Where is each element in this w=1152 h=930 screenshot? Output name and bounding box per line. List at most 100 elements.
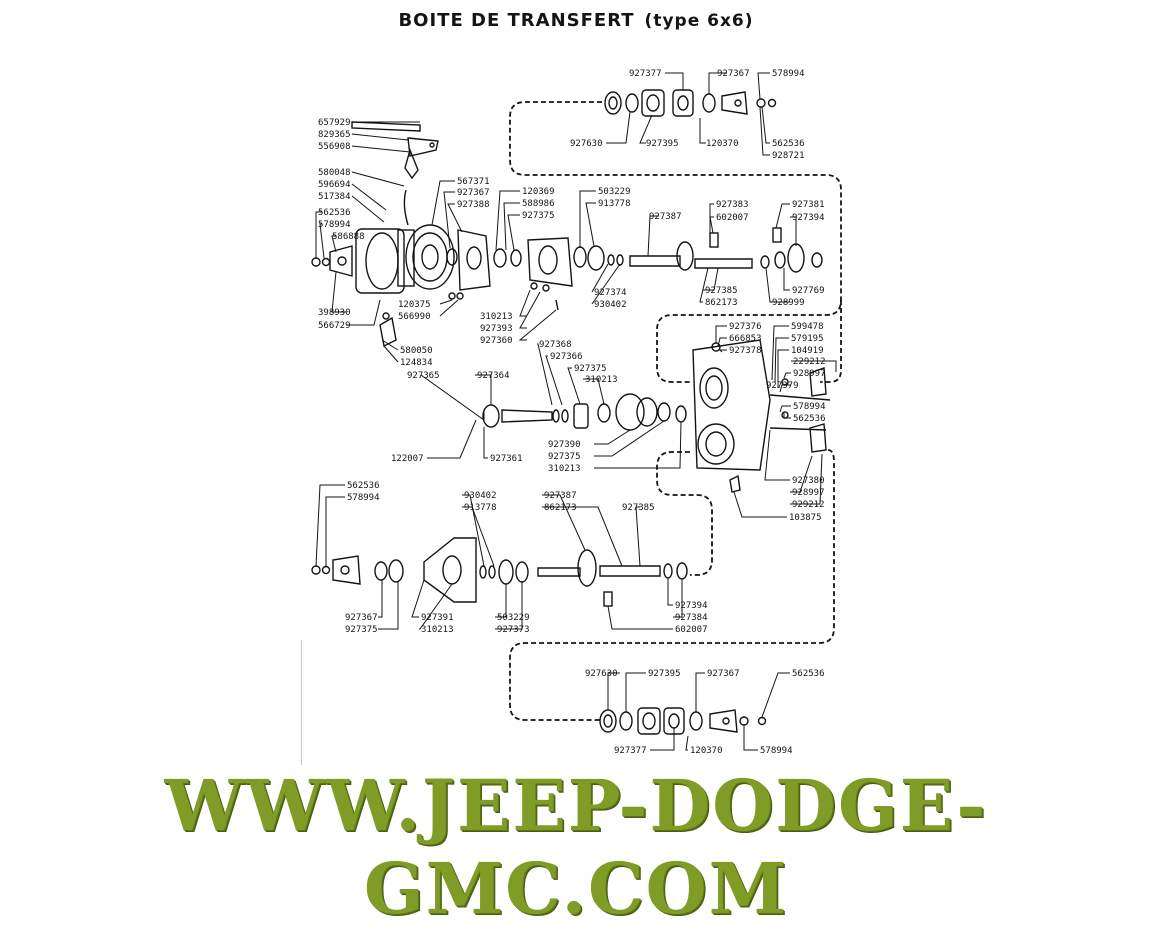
part-label: 829365 xyxy=(318,130,351,140)
part-label: 578994 xyxy=(760,746,793,756)
part-label: 310213 xyxy=(480,312,513,322)
part-label: 927380 xyxy=(792,476,825,486)
part-label: 928997 xyxy=(792,488,825,498)
part-label: 927395 xyxy=(648,669,681,679)
diagram-title: BOITE DE TRANSFERT (type 6x6) xyxy=(0,10,1152,31)
part-label: 599478 xyxy=(791,322,824,332)
part-label: 927368 xyxy=(539,340,572,350)
part-label: 562536 xyxy=(792,669,825,679)
part-label: 517384 xyxy=(318,192,351,202)
part-label: 503229 xyxy=(497,613,530,623)
part-label: 927377 xyxy=(629,69,662,79)
middle-row-parts xyxy=(482,393,687,431)
part-label: 566729 xyxy=(318,321,351,331)
upper-middle-parts xyxy=(510,227,823,311)
part-label: 927630 xyxy=(570,139,603,149)
part-label: 927391 xyxy=(421,613,454,623)
part-label: 586888 xyxy=(332,232,365,242)
part-label: 927364 xyxy=(477,371,510,381)
dashed-path-right xyxy=(820,300,842,383)
part-label: 913778 xyxy=(464,503,497,513)
part-label: 927383 xyxy=(716,200,749,210)
transfer-case-housing xyxy=(692,339,831,493)
lower-row-parts xyxy=(311,537,688,607)
part-label: 927390 xyxy=(548,440,581,450)
part-label: 927365 xyxy=(407,371,440,381)
part-label: 927388 xyxy=(457,200,490,210)
part-label: 578994 xyxy=(347,493,380,503)
leader-lines xyxy=(315,72,837,751)
part-label: 562536 xyxy=(772,139,805,149)
part-label: 579195 xyxy=(791,334,824,344)
part-label: 229212 xyxy=(793,357,826,367)
part-label: 927375 xyxy=(548,452,581,462)
part-label: 103875 xyxy=(789,513,822,523)
bottom-output-parts xyxy=(599,707,767,735)
part-label: 310213 xyxy=(548,464,581,474)
part-label: 120375 xyxy=(398,300,431,310)
part-label: 104919 xyxy=(791,346,824,356)
part-label: 928999 xyxy=(772,298,805,308)
part-label: 120369 xyxy=(522,187,555,197)
part-label: 310213 xyxy=(421,625,454,635)
part-label: 927385 xyxy=(705,286,738,296)
part-label: 927394 xyxy=(675,601,708,611)
part-label: 602007 xyxy=(675,625,708,635)
part-label: 927387 xyxy=(649,212,682,222)
title-sub: (type 6x6) xyxy=(644,11,754,31)
part-label: 927379 xyxy=(766,381,799,391)
part-label: 567371 xyxy=(457,177,490,187)
dashed-path-top xyxy=(509,101,842,383)
page-margin-line xyxy=(301,640,302,765)
part-label: 927385 xyxy=(622,503,655,513)
top-output-parts xyxy=(604,89,777,117)
part-label: 927373 xyxy=(497,625,530,635)
part-label: 928721 xyxy=(772,151,805,161)
part-label: 596694 xyxy=(318,180,351,190)
part-label: 928997 xyxy=(793,369,826,379)
part-label: 666853 xyxy=(729,334,762,344)
dashed-path-bottom xyxy=(509,449,835,721)
part-label: 927367 xyxy=(707,669,740,679)
part-label: 580048 xyxy=(318,168,351,178)
part-label: 927375 xyxy=(345,625,378,635)
title-main: BOITE DE TRANSFERT xyxy=(398,10,635,31)
part-label: 310213 xyxy=(585,375,618,385)
part-label: 927394 xyxy=(792,213,825,223)
part-label: 927376 xyxy=(729,322,762,332)
part-label: 580050 xyxy=(400,346,433,356)
part-label: 120370 xyxy=(706,139,739,149)
part-label: 927378 xyxy=(729,346,762,356)
part-label: 562536 xyxy=(793,414,826,424)
part-label: 913778 xyxy=(598,199,631,209)
upper-left-parts xyxy=(311,121,507,348)
part-label: 588986 xyxy=(522,199,555,209)
part-label: 930402 xyxy=(464,491,497,501)
part-label: 124834 xyxy=(400,358,433,368)
part-label: 578994 xyxy=(772,69,805,79)
part-label: 927366 xyxy=(550,352,583,362)
part-label: 927374 xyxy=(594,288,627,298)
part-label: 927367 xyxy=(457,188,490,198)
part-labels: 927377 927367 578994 927630 927395 12037… xyxy=(318,69,826,756)
part-label: 578994 xyxy=(318,220,351,230)
part-label: 927630 xyxy=(585,669,618,679)
part-label: 927769 xyxy=(792,286,825,296)
dashed-path-middle xyxy=(656,451,713,576)
website-watermark: WWW.JEEP-DODGE-GMC.COM xyxy=(164,764,988,930)
part-label: 862173 xyxy=(705,298,738,308)
part-label: 578994 xyxy=(793,402,826,412)
part-label: 927360 xyxy=(480,336,513,346)
part-label: 122007 xyxy=(391,454,424,464)
part-label: 927395 xyxy=(646,139,679,149)
part-label: 927387 xyxy=(544,491,577,501)
part-label: 503229 xyxy=(598,187,631,197)
part-label: 120370 xyxy=(690,746,723,756)
part-label: 927375 xyxy=(522,211,555,221)
part-label: 862173 xyxy=(544,503,577,513)
part-label: 927393 xyxy=(480,324,513,334)
part-label: 927384 xyxy=(675,613,708,623)
part-label: 927361 xyxy=(490,454,523,464)
part-label: 927377 xyxy=(614,746,647,756)
part-label: 930402 xyxy=(594,300,627,310)
